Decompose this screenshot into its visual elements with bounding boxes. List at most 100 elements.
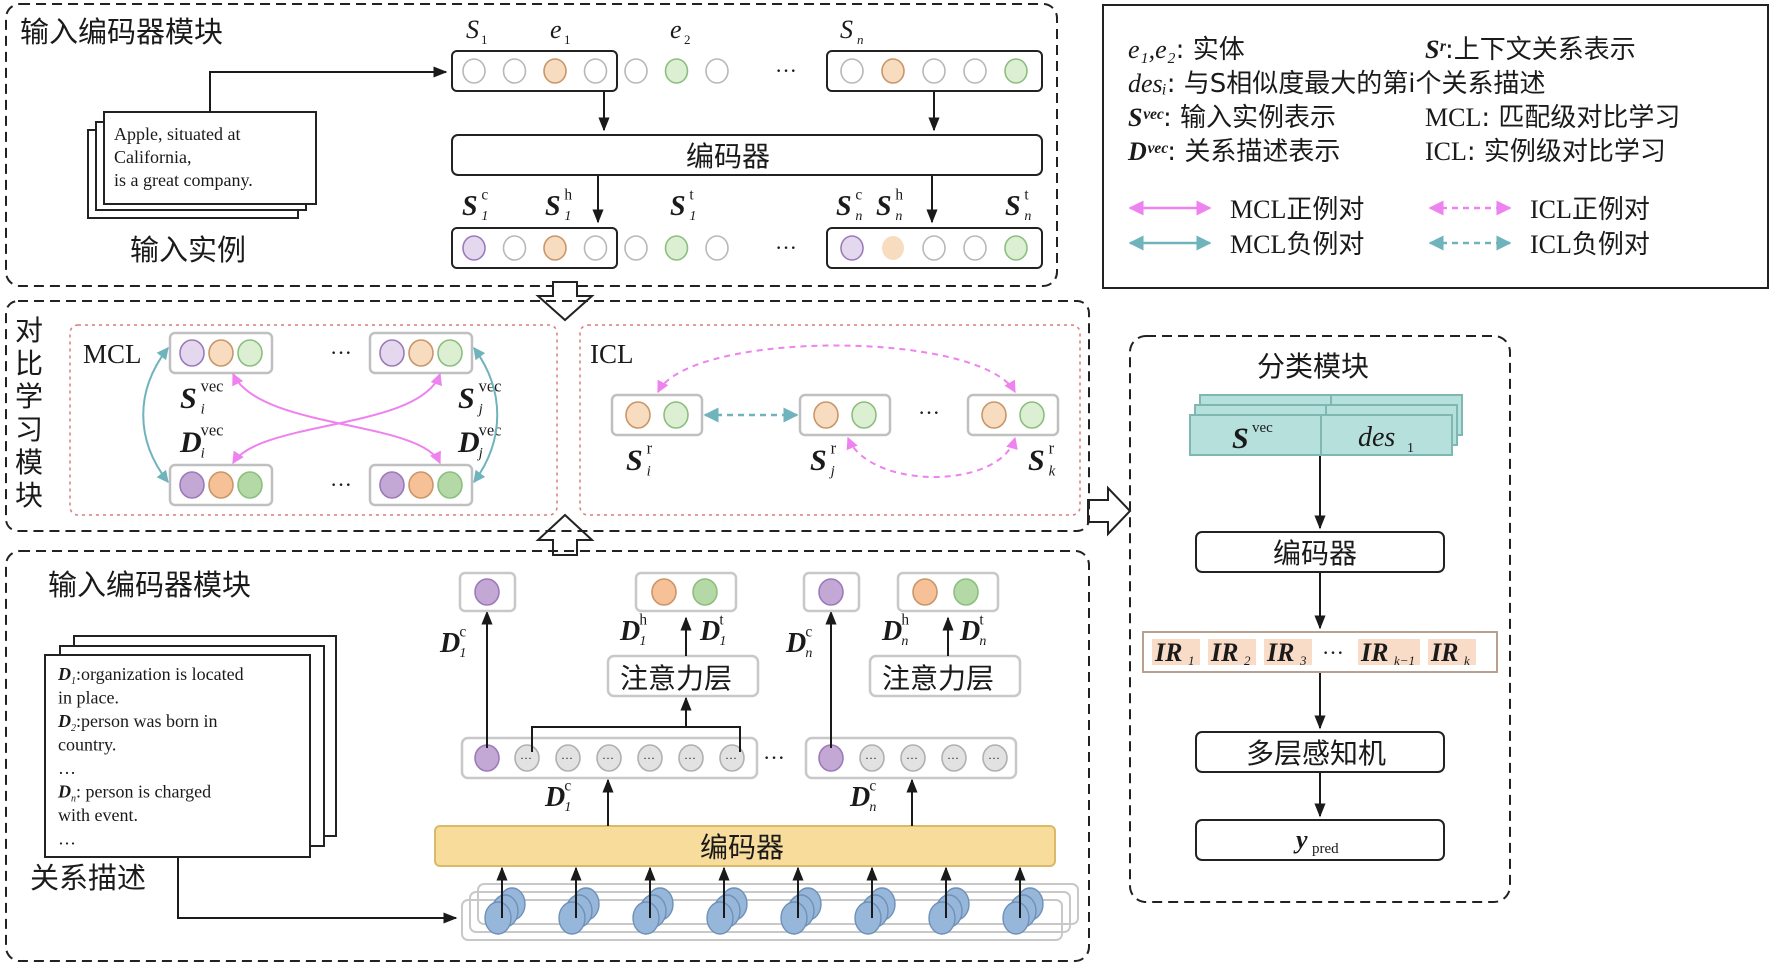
label-d1t: D bbox=[699, 616, 720, 647]
ir-item-sub: k bbox=[1464, 653, 1470, 668]
attention-bracket bbox=[531, 726, 741, 752]
symbol-superscript: r bbox=[647, 439, 653, 458]
token-node bbox=[624, 58, 648, 84]
svec-label: S bbox=[1232, 422, 1249, 455]
legend-item: e₁,e₂: 实体 bbox=[1128, 35, 1245, 65]
ir-item-sub: k−1 bbox=[1394, 653, 1415, 668]
ir-item-label: IR bbox=[1360, 638, 1388, 667]
token-node bbox=[502, 58, 527, 84]
token-node bbox=[882, 236, 904, 260]
label-s1: S bbox=[466, 15, 479, 44]
ellipsis: ··· bbox=[1322, 640, 1344, 665]
input-text-line: Apple, situated at bbox=[114, 124, 240, 144]
symbol-subscript: 1 bbox=[564, 800, 571, 815]
legend-item: Sʳ:上下文关系表示 bbox=[1425, 35, 1636, 65]
icl-positive-pair-arrow bbox=[657, 344, 1016, 394]
ir-item-label: IR bbox=[1210, 638, 1238, 667]
ellipsis: ··· bbox=[763, 745, 785, 770]
contrastive-module-title-char: 习 bbox=[15, 413, 43, 446]
symbol-superscript: c bbox=[459, 624, 466, 641]
token-node bbox=[705, 58, 729, 84]
svec-sup: vec bbox=[1252, 420, 1273, 436]
token-node bbox=[474, 578, 500, 606]
label-dnh: D bbox=[881, 616, 902, 647]
cls-token-node bbox=[818, 744, 844, 772]
symbol-subscript: 1 bbox=[481, 209, 488, 224]
token-node bbox=[981, 401, 1007, 429]
label-s1h: S bbox=[545, 191, 561, 222]
label-snt: S bbox=[1005, 191, 1021, 222]
input-token-node bbox=[854, 901, 882, 935]
label-di-vec: D bbox=[179, 426, 202, 459]
hidden-token-node bbox=[637, 744, 663, 772]
mcl-negative-pair-arrow bbox=[473, 347, 499, 483]
ir-item-sub: 1 bbox=[1188, 653, 1195, 668]
label-sn-sub: n bbox=[857, 32, 864, 47]
hidden-token-dots: ··· bbox=[906, 751, 918, 765]
mcl-positive-pair-arrow bbox=[232, 372, 441, 465]
legend-arrow-label: MCL负例对 bbox=[1230, 230, 1364, 260]
token-node bbox=[208, 471, 234, 499]
symbol-superscript: t bbox=[689, 187, 694, 204]
token-node bbox=[502, 235, 527, 261]
symbol-subscript: i bbox=[647, 463, 651, 479]
token-node bbox=[237, 339, 263, 367]
symbol-superscript: vec bbox=[201, 377, 224, 396]
hidden-token-dots: ··· bbox=[561, 751, 573, 765]
contrastive-module-title-char: 对 bbox=[15, 314, 43, 347]
label-sj-r: S bbox=[810, 444, 827, 477]
label-dnc-in: D bbox=[849, 782, 870, 813]
token-node bbox=[840, 58, 864, 84]
top-encoder-box bbox=[451, 134, 1043, 176]
symbol-subscript: i bbox=[201, 445, 205, 461]
ir-item-label: IR bbox=[1266, 638, 1294, 667]
symbol-subscript: j bbox=[477, 401, 483, 417]
label-dj-vec: D bbox=[457, 426, 480, 459]
label-s1c: S bbox=[462, 191, 478, 222]
token-node bbox=[663, 401, 689, 429]
ir-item-label: IR bbox=[1430, 638, 1458, 667]
input-instance-stack: Apple, situated at California, is a grea… bbox=[87, 111, 317, 219]
symbol-subscript: n bbox=[901, 634, 908, 649]
input-text-line: California, bbox=[114, 147, 191, 167]
token-node bbox=[237, 471, 263, 499]
relation-description-line: in place. bbox=[58, 688, 119, 708]
cls-token-node bbox=[474, 744, 500, 772]
ellipsis: ··· bbox=[775, 58, 797, 83]
legend-item: MCL: 匹配级对比学习 bbox=[1425, 103, 1680, 133]
token-node bbox=[813, 401, 839, 429]
token-node bbox=[818, 578, 844, 606]
attention-layer-n-label: 注意力层 bbox=[882, 662, 994, 695]
ellipsis: ··· bbox=[330, 340, 352, 365]
label-d1c-out: D bbox=[439, 628, 460, 659]
label-e2-sub: 2 bbox=[684, 32, 691, 47]
hidden-token-dots: ··· bbox=[865, 751, 877, 765]
symbol-subscript: 1 bbox=[564, 209, 571, 224]
top-input-encoder-module: 输入编码器模块 Apple, situated at California, i… bbox=[5, 3, 1058, 287]
symbol-subscript: n bbox=[895, 209, 902, 224]
symbol-superscript: c bbox=[869, 778, 876, 795]
label-snh: S bbox=[876, 191, 892, 222]
top-module-border bbox=[5, 3, 1058, 287]
token-layer-frame bbox=[477, 883, 1079, 925]
classifier-input-stack: S vec des 1 bbox=[1189, 394, 1463, 456]
token-node bbox=[462, 235, 486, 261]
input-token-node bbox=[1002, 901, 1030, 935]
hollow-arrow-up bbox=[535, 513, 595, 556]
token-group-s1 bbox=[462, 58, 729, 84]
mlp-box bbox=[1195, 731, 1445, 773]
classifier-encoder-box bbox=[1195, 531, 1445, 573]
legend-item: Sᵛᵉᶜ: 输入实例表示 bbox=[1128, 103, 1336, 133]
token-node bbox=[437, 339, 463, 367]
relation-description-line: D2:person was born in bbox=[57, 711, 217, 734]
label-snc: S bbox=[836, 191, 852, 222]
contrastive-module-border bbox=[5, 300, 1090, 532]
symbol-superscript: c bbox=[564, 778, 571, 795]
bottom-encoder-label: 编码器 bbox=[700, 831, 784, 864]
symbol-superscript: r bbox=[831, 439, 837, 458]
relation-description-line: … bbox=[58, 758, 76, 778]
